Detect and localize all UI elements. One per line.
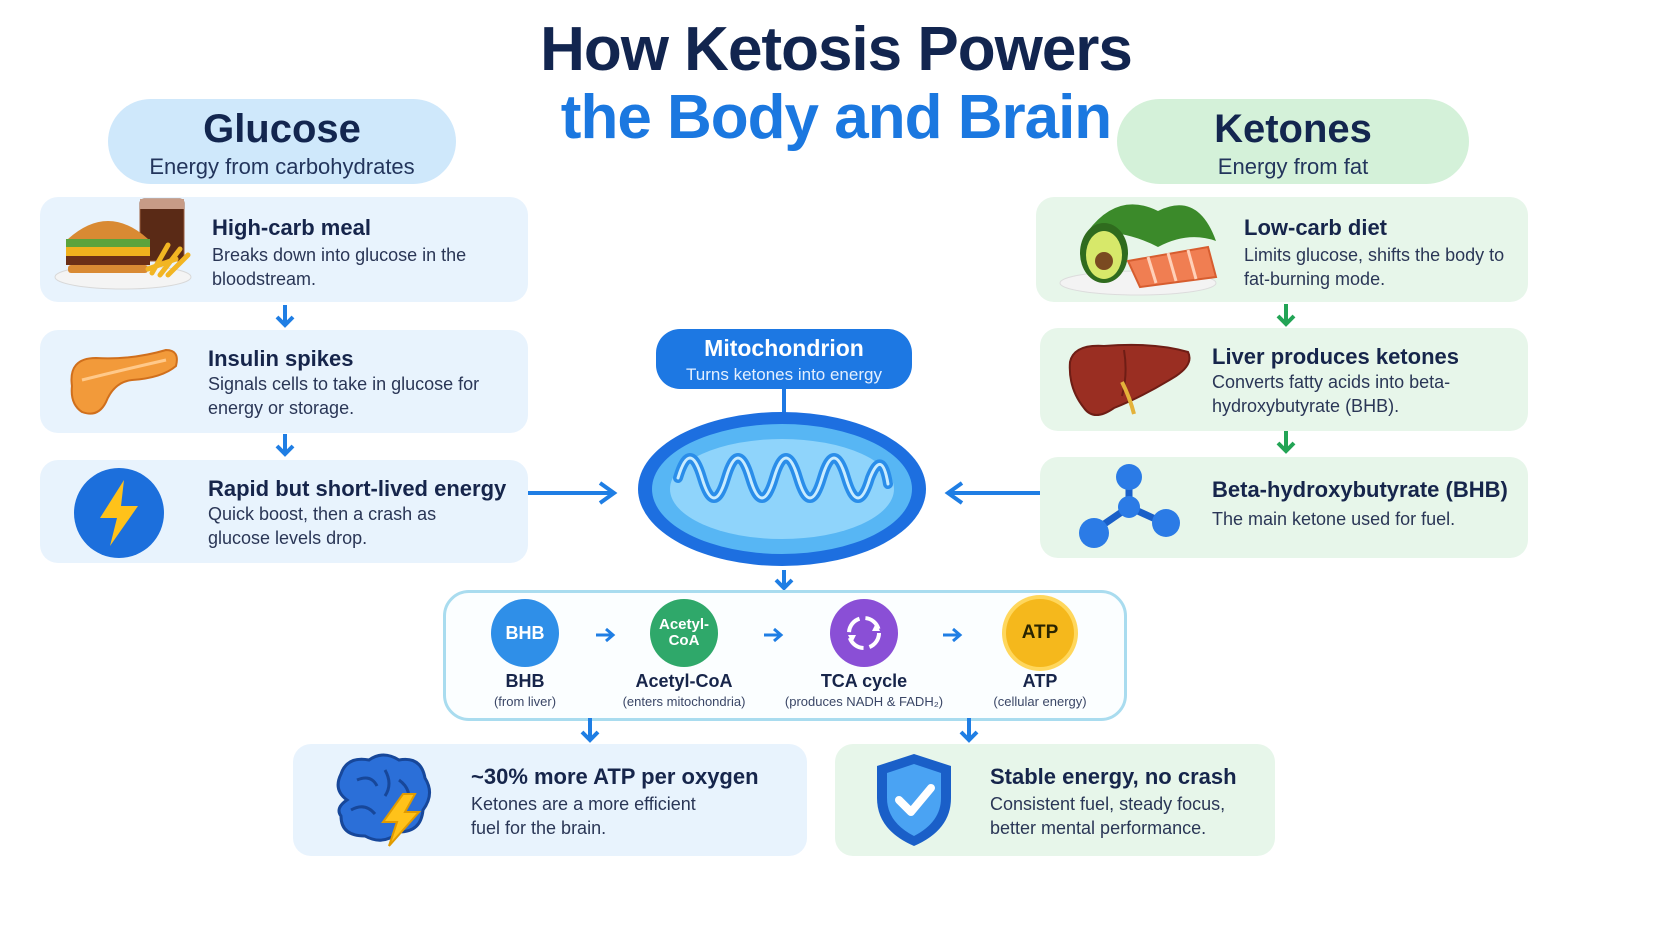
mitochondrion-subtitle: Turns ketones into energy	[686, 365, 882, 384]
atp-badge: ATP	[1006, 599, 1074, 667]
avocado-salmon-icon	[1048, 191, 1228, 308]
glucose-step-card: Rapid but short-lived energy Quick boost…	[40, 460, 528, 563]
page-title-line2: the Body and Brain	[560, 83, 1112, 152]
ketone-step-card: Beta-hydroxybutyrate (BHB) The main keto…	[1040, 457, 1528, 558]
glucose-step-text: Breaks down into glucose in the bloodstr…	[212, 245, 467, 289]
ketones-subheading: Energy from fat	[1217, 154, 1369, 179]
glucose-step-card: High-carb meal Breaks down into glucose …	[40, 197, 528, 302]
ketone-step-text: Limits glucose, shifts the body to fat-b…	[1244, 245, 1505, 289]
pancreas-icon	[62, 340, 182, 425]
outcome-title: ~30% more ATP per oxygen	[471, 764, 759, 789]
ketone-step-text: Converts fatty acids into beta-hydroxybu…	[1212, 372, 1451, 416]
arrow-down-icon	[275, 434, 295, 457]
bhb-badge: BHB	[491, 599, 559, 667]
lightning-bolt-icon	[72, 466, 166, 565]
brain-lightning-icon	[327, 750, 437, 855]
shield-check-icon	[871, 750, 957, 855]
glucose-heading: Glucose	[203, 107, 361, 151]
pathway-label: ATP (cellular energy)	[993, 671, 1087, 709]
ketone-step-card: Low-carb diet Limits glucose, shifts the…	[1036, 197, 1528, 302]
glucose-header: Glucose Energy from carbohydrates	[108, 99, 456, 184]
outcome-text: Consistent fuel, steady focus, better me…	[990, 794, 1226, 838]
ketones-header: Ketones Energy from fat	[1117, 99, 1469, 184]
glucose-step-card: Insulin spikes Signals cells to take in …	[40, 330, 528, 433]
page-title-line1: How Ketosis Powers	[540, 15, 1133, 84]
arrow-down-icon	[959, 718, 979, 743]
pathway-label: BHB (from liver)	[493, 671, 557, 709]
liver-icon	[1064, 338, 1194, 427]
ketone-step-title: Low-carb diet	[1244, 215, 1388, 240]
arrow-right-icon	[943, 627, 963, 643]
outcome-card: Stable energy, no crash Consistent fuel,…	[835, 744, 1275, 856]
pathway-flow: BHB Acetyl-CoA ATP BHB (from liver) Acet…	[443, 590, 1127, 721]
glucose-subheading: Energy from carbohydrates	[149, 154, 415, 179]
arrow-right-icon	[596, 627, 616, 643]
glucose-step-title: Insulin spikes	[208, 346, 354, 371]
connector-line	[782, 389, 786, 413]
outcome-title: Stable energy, no crash	[990, 764, 1237, 789]
acetyl-coa-badge: Acetyl-CoA	[650, 599, 718, 667]
arrow-down-icon	[774, 570, 794, 591]
tca-cycle-icon	[830, 599, 898, 667]
arrow-down-icon	[1276, 431, 1296, 454]
mitochondrion-icon	[634, 408, 930, 575]
ketones-heading: Ketones	[1214, 107, 1372, 151]
ketone-step-title: Beta-hydroxybutyrate (BHB)	[1212, 477, 1508, 502]
arrow-right-icon	[528, 481, 618, 505]
mitochondrion-title: Mitochondrion	[704, 335, 864, 361]
arrow-right-icon	[764, 627, 784, 643]
ketone-step-title: Liver produces ketones	[1212, 344, 1459, 369]
glucose-step-title: Rapid but short-lived energy	[208, 476, 507, 501]
burger-meal-icon	[48, 189, 208, 304]
ketone-step-text: The main ketone used for fuel.	[1212, 509, 1456, 529]
outcome-text: Ketones are a more efficient fuel for th…	[471, 794, 696, 838]
outcome-card: ~30% more ATP per oxygen Ketones are a m…	[293, 744, 807, 856]
glucose-step-title: High-carb meal	[212, 215, 371, 240]
glucose-step-text: Signals cells to take in glucose for ene…	[208, 374, 480, 418]
arrow-down-icon	[275, 305, 295, 328]
glucose-step-text: Quick boost, then a crash as glucose lev…	[208, 504, 437, 548]
pathway-label: TCA cycle (produces NADH & FADH₂)	[784, 671, 944, 709]
arrow-down-icon	[1276, 304, 1296, 327]
ketone-step-card: Liver produces ketones Converts fatty ac…	[1040, 328, 1528, 431]
mitochondrion-label: Mitochondrion Turns ketones into energy	[656, 329, 912, 389]
molecule-icon	[1074, 461, 1184, 558]
arrow-down-icon	[580, 718, 600, 743]
arrow-left-icon	[944, 481, 1040, 505]
pathway-label: Acetyl-CoA (enters mitochondria)	[622, 671, 746, 709]
